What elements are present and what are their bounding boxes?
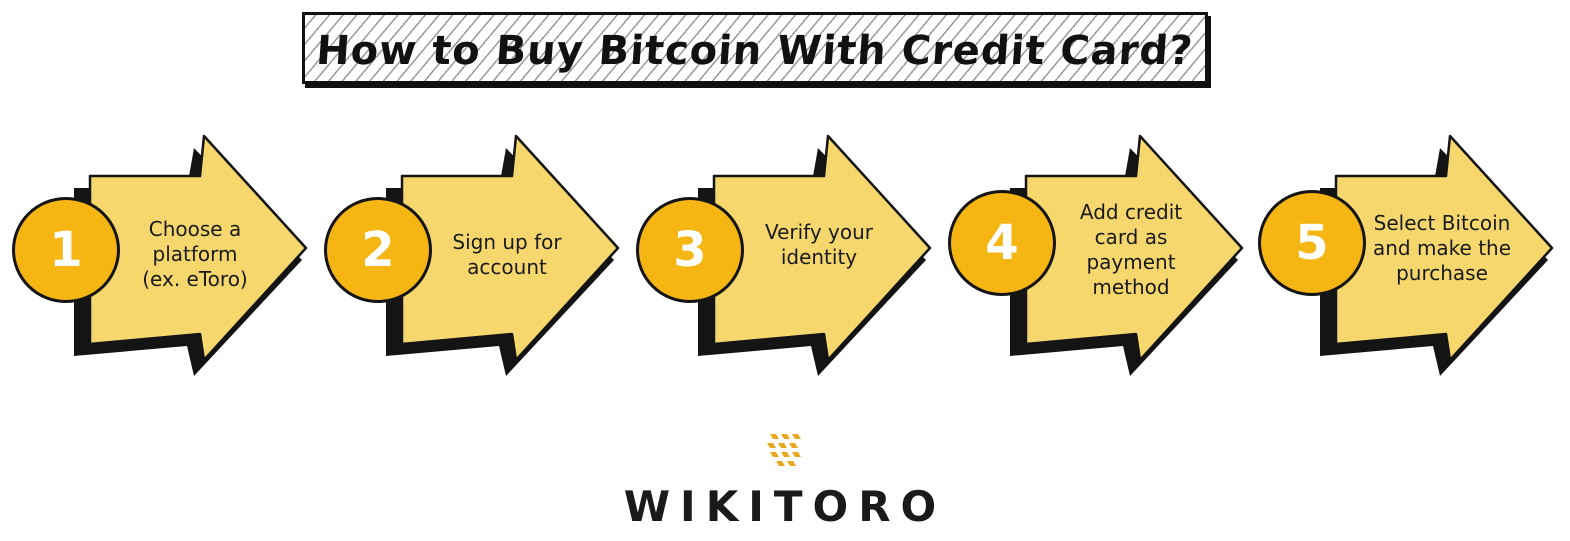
wikitoro-logo-icon (767, 434, 801, 466)
step-2-label: Sign up for account (452, 229, 562, 279)
step-3-label: Verify your identity (764, 219, 874, 269)
step-2: 2 Sign up for account (320, 132, 630, 377)
arrow-1-icon (74, 134, 308, 376)
arrow-5-icon (1320, 134, 1554, 376)
page-title: How to Buy Bitcoin With Credit Card? (314, 28, 1195, 74)
step-5: 5 Select Bitcoin and make the purchase (1254, 132, 1564, 377)
title-banner: How to Buy Bitcoin With Credit Card? (302, 12, 1208, 84)
step-3: 3 Verify your identity (632, 132, 942, 377)
step-5-number: 5 (1258, 190, 1366, 296)
step-3-number: 3 (636, 197, 744, 303)
arrow-4-icon (1010, 134, 1244, 376)
step-1: 1 Choose a platform (ex. eToro) (8, 132, 318, 377)
wikitoro-logo-text: WIKITORO (623, 482, 947, 531)
step-2-number: 2 (324, 197, 432, 303)
step-4: 4 Add credit card as payment method (944, 132, 1254, 377)
step-1-number: 1 (12, 197, 120, 303)
arrow-3-icon (698, 134, 932, 376)
step-4-number: 4 (948, 190, 1056, 296)
arrow-2-icon (386, 134, 620, 376)
step-5-label: Select Bitcoin and make the purchase (1372, 211, 1512, 285)
step-4-label: Add credit card as payment method (1079, 199, 1183, 299)
step-1-label: Choose a platform (ex. eToro) (142, 217, 248, 291)
